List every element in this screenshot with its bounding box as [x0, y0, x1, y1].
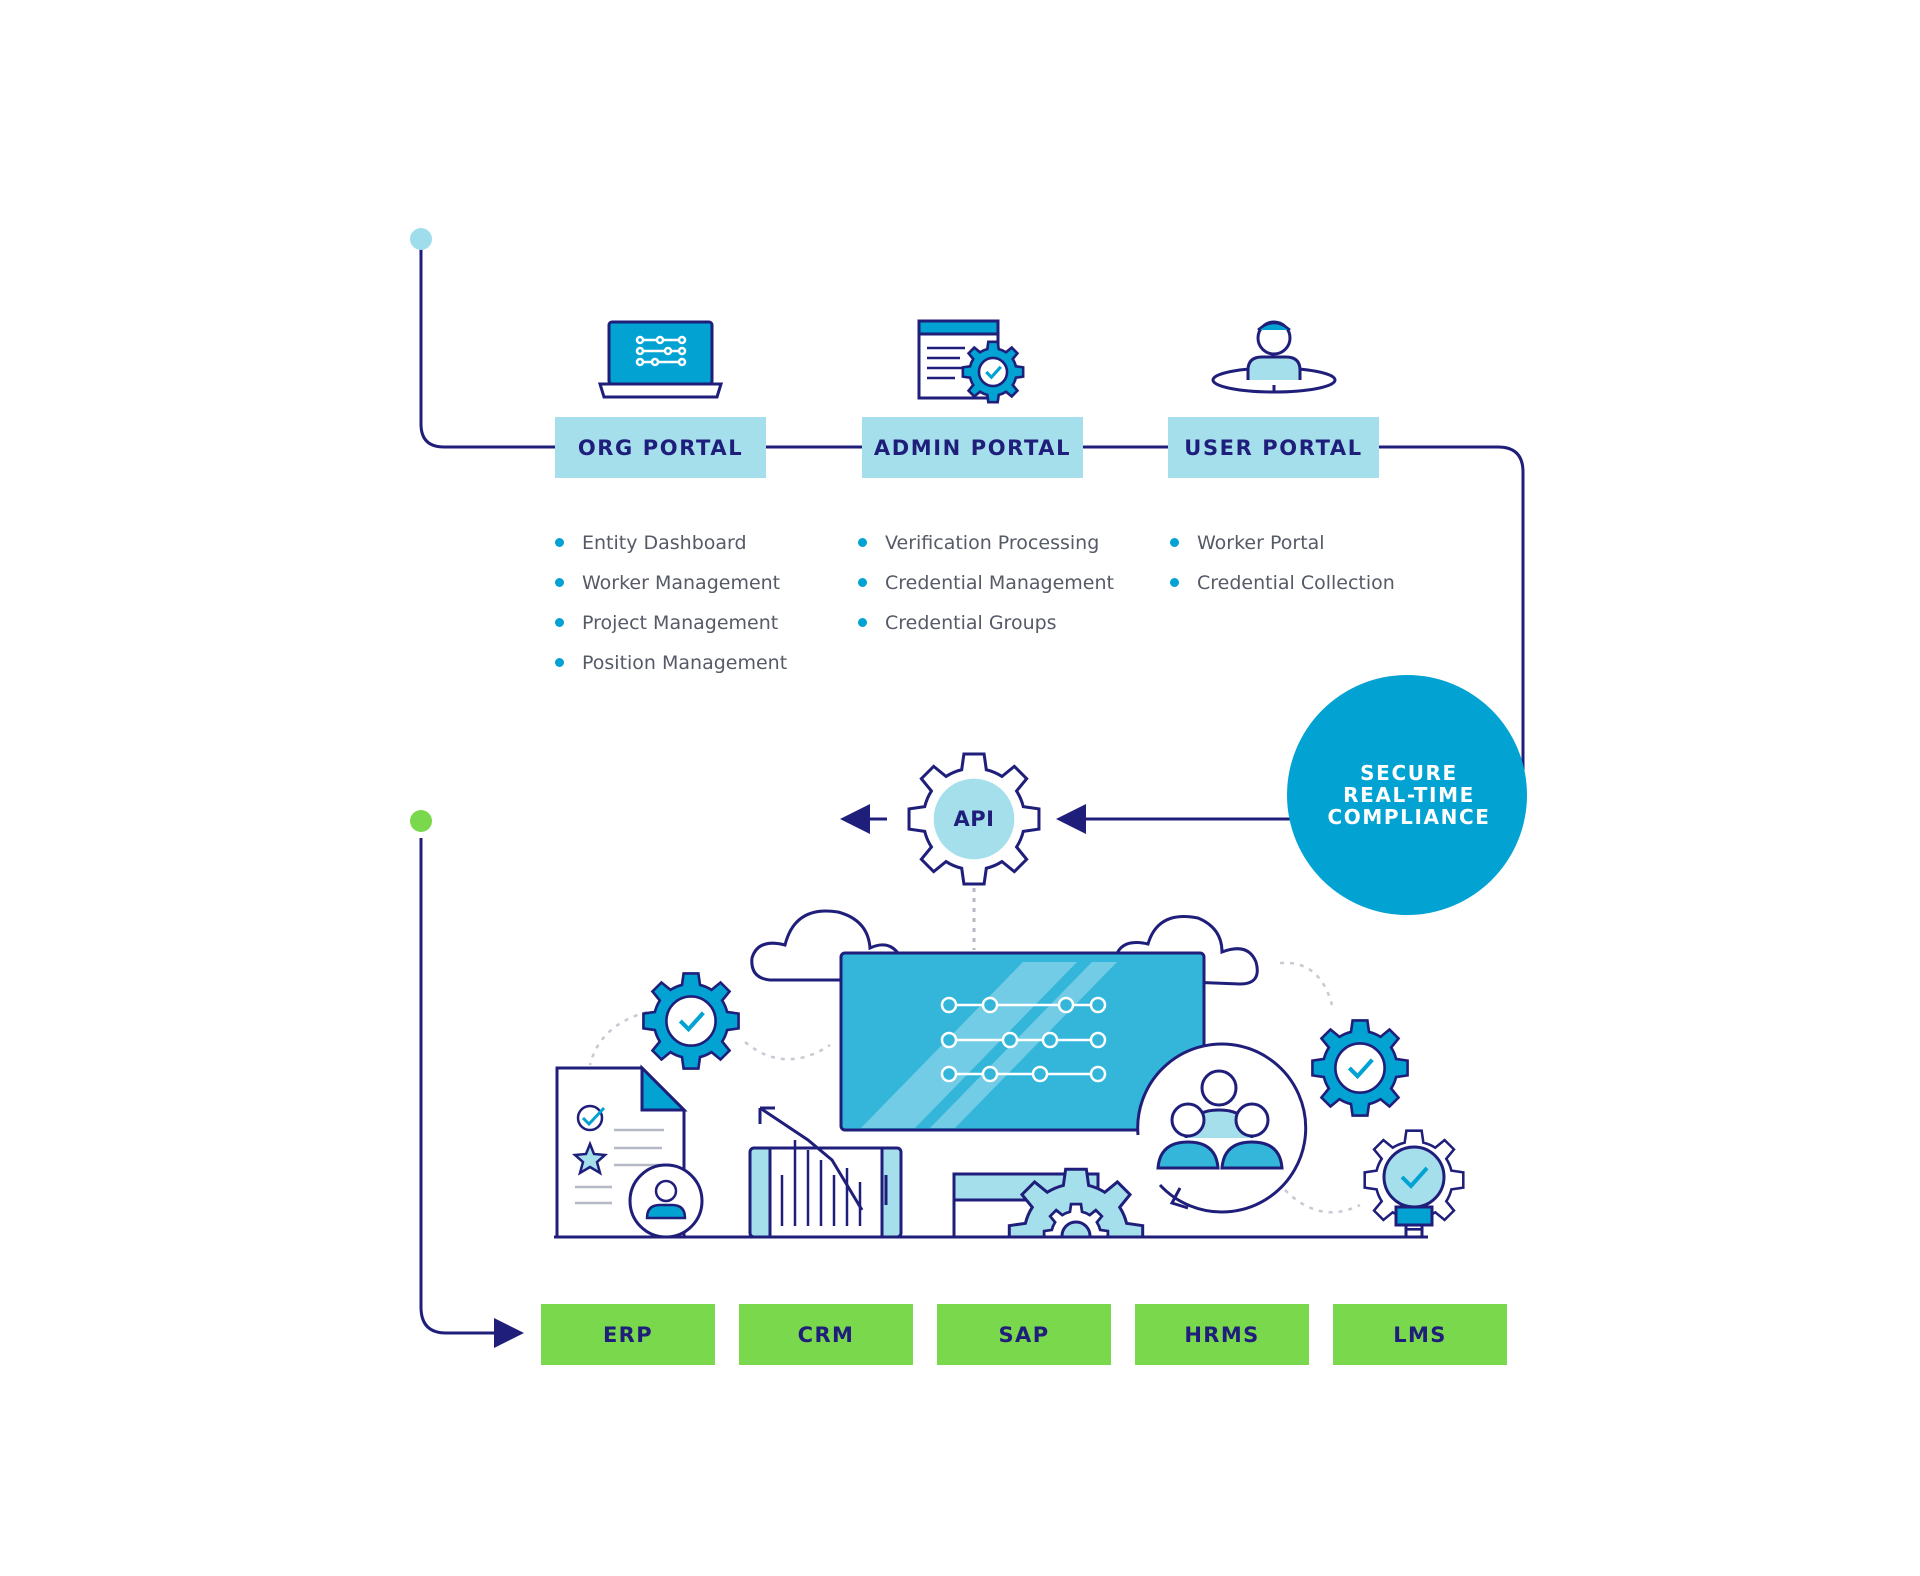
top-flow-line: [419, 242, 1525, 780]
list-item: Entity Dashboard: [553, 523, 787, 563]
user-portal-label: USER PORTAL: [1184, 435, 1363, 460]
api-gear-icon: [907, 752, 1041, 886]
org-portal-features: Entity Dashboard Worker Management Proje…: [553, 523, 787, 683]
browser-gear-check-icon: [917, 319, 1025, 404]
user-portal-box: USER PORTAL: [1168, 417, 1379, 478]
team-circle-icon: [1136, 1042, 1308, 1214]
list-item: Credential Collection: [1168, 563, 1395, 603]
bar-chart-tablet-icon: [748, 1106, 903, 1239]
admin-portal-box: ADMIN PORTAL: [862, 417, 1083, 478]
system-label: LMS: [1393, 1322, 1447, 1347]
list-item: Worker Portal: [1168, 523, 1395, 563]
gear-check-icon: [1311, 1019, 1409, 1117]
compliance-circle: [1287, 675, 1527, 915]
compliance-label: SECURE REAL-TIME COMPLIANCE: [1289, 762, 1529, 828]
system-box-sap: SAP: [937, 1304, 1111, 1365]
laptop-dashboard-icon: [597, 320, 724, 399]
system-label: SAP: [998, 1322, 1050, 1347]
document-checklist-icon: [555, 1064, 704, 1239]
list-item: Project Management: [553, 603, 787, 643]
dashed-connectors: [588, 961, 1361, 1214]
compliance-line-1: SECURE: [1360, 761, 1458, 785]
user-portal-features: Worker Portal Credential Collection: [1168, 523, 1395, 603]
compliance-line-2: REAL-TIME: [1343, 783, 1475, 807]
org-portal-label: ORG PORTAL: [577, 435, 744, 460]
system-label: CRM: [797, 1322, 855, 1347]
admin-portal-label: ADMIN PORTAL: [873, 435, 1072, 460]
system-box-erp: ERP: [541, 1304, 715, 1365]
start-dot-bottom: [410, 810, 432, 832]
system-label: HRMS: [1184, 1322, 1260, 1347]
list-item: Credential Management: [856, 563, 1114, 603]
system-box-crm: CRM: [739, 1304, 913, 1365]
compliance-line-3: COMPLIANCE: [1327, 805, 1491, 829]
bottom-flow-line: [419, 838, 524, 1348]
system-box-lms: LMS: [1333, 1304, 1507, 1365]
lightbulb-gear-icon: [1363, 1129, 1465, 1236]
list-item: Worker Management: [553, 563, 787, 603]
user-ring-icon: [1211, 320, 1337, 394]
monitor-dashboard-icon: [839, 951, 1206, 1239]
gear-check-icon: [642, 972, 740, 1070]
system-label: ERP: [602, 1322, 654, 1347]
admin-portal-features: Verification Processing Credential Manag…: [856, 523, 1114, 643]
org-portal-box: ORG PORTAL: [555, 417, 766, 478]
api-label: API: [953, 807, 995, 831]
list-item: Credential Groups: [856, 603, 1114, 643]
start-dot-top: [410, 228, 432, 250]
system-box-hrms: HRMS: [1135, 1304, 1309, 1365]
list-item: Verification Processing: [856, 523, 1114, 563]
list-item: Position Management: [553, 643, 787, 683]
